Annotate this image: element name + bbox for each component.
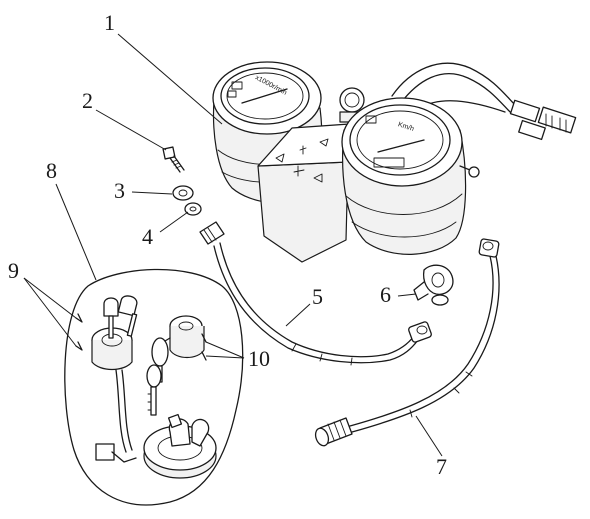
lock-set-group bbox=[64, 268, 244, 506]
speedometer-needle bbox=[377, 139, 425, 153]
ignition-key-a bbox=[103, 297, 119, 339]
callout-7: 7 bbox=[436, 454, 447, 479]
callout-5: 5 bbox=[312, 284, 323, 309]
right-turn-indicator-icon bbox=[313, 173, 323, 183]
cluster-wire-harness bbox=[391, 62, 577, 141]
leader-2 bbox=[95, 109, 167, 151]
tachometer-needle bbox=[241, 88, 288, 104]
washer-3 bbox=[172, 185, 194, 201]
callout-9: 9 bbox=[8, 258, 19, 283]
callout-2: 2 bbox=[82, 88, 93, 113]
leader-5 bbox=[285, 303, 311, 327]
mounting-screw bbox=[162, 146, 185, 173]
fuel-cap bbox=[143, 413, 217, 479]
instrument-cluster: x1000r/min Km/h bbox=[212, 61, 577, 263]
oil-indicator-icon bbox=[293, 165, 305, 177]
indicator-lamp bbox=[339, 87, 365, 113]
callout-10: 10 bbox=[248, 346, 270, 371]
leader-8 bbox=[55, 183, 97, 281]
ignition-switch bbox=[91, 327, 137, 463]
cable-fitting bbox=[413, 264, 454, 306]
leader-4 bbox=[159, 211, 189, 233]
neutral-indicator-icon bbox=[299, 145, 307, 155]
washer-4 bbox=[184, 202, 202, 216]
speedometer-cable bbox=[314, 238, 500, 447]
ignition-connector bbox=[95, 443, 115, 461]
left-turn-indicator-icon bbox=[275, 153, 285, 163]
lock-screw-upper bbox=[75, 313, 83, 323]
leader-10a bbox=[205, 341, 245, 359]
leader-10b bbox=[205, 355, 245, 359]
ignition-key-b bbox=[117, 295, 138, 337]
callout-8: 8 bbox=[46, 158, 57, 183]
leader-9a bbox=[23, 277, 77, 319]
steering-lock-screw-lower bbox=[201, 351, 207, 361]
high-beam-indicator-icon bbox=[319, 138, 329, 147]
callout-4: 4 bbox=[142, 224, 153, 249]
tachometer-cable bbox=[199, 221, 432, 366]
speedometer-housing: Km/h bbox=[341, 97, 480, 255]
steering-lock-key-b bbox=[146, 364, 162, 416]
callout-6: 6 bbox=[380, 282, 391, 307]
lock-set-outline bbox=[64, 268, 244, 506]
callout-leaders bbox=[23, 33, 443, 457]
callout-numbers: 1 2 3 4 5 6 7 8 9 10 bbox=[8, 10, 447, 479]
leader-9b bbox=[23, 277, 77, 347]
leader-3 bbox=[131, 191, 173, 195]
lock-screw-lower bbox=[75, 341, 83, 351]
odometer-window bbox=[373, 157, 405, 168]
steering-lock bbox=[159, 315, 205, 359]
callout-3: 3 bbox=[114, 178, 125, 203]
steering-lock-screw-upper bbox=[201, 333, 207, 343]
leader-7 bbox=[415, 415, 443, 457]
callout-1: 1 bbox=[104, 10, 115, 35]
speedometer-face bbox=[349, 104, 451, 176]
speedometer-unit-text: Km/h bbox=[397, 121, 415, 133]
leader-6 bbox=[397, 293, 417, 297]
leader-1 bbox=[117, 33, 223, 125]
